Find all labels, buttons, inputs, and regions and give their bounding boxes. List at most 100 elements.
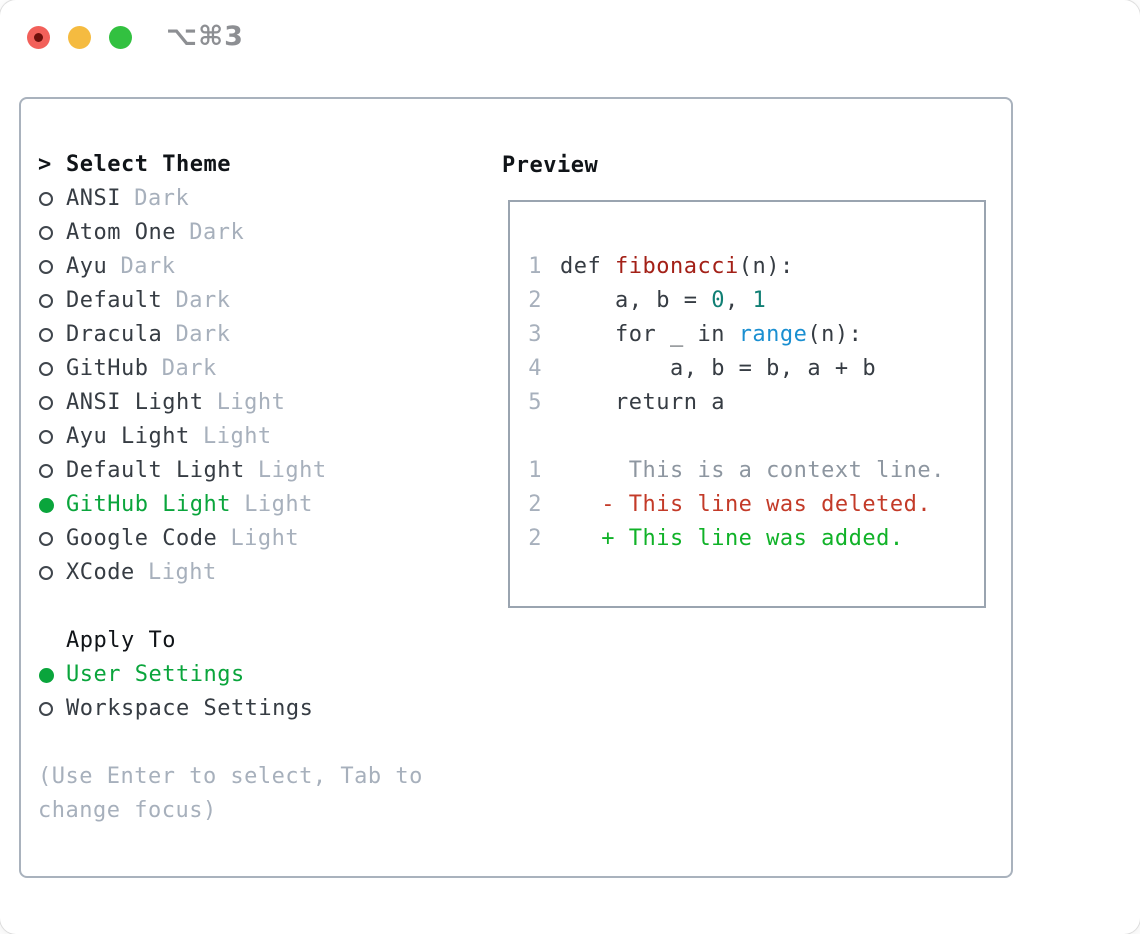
token-builtin: range — [738, 322, 808, 347]
apply-option-workspace-settings[interactable]: Workspace Settings — [38, 692, 423, 726]
theme-name: GitHub Light — [66, 492, 231, 517]
theme-name: Default Light — [66, 458, 245, 483]
preview-title: Preview — [502, 153, 599, 178]
help-line: change focus) — [38, 798, 217, 823]
line-number: 2 — [528, 288, 542, 313]
token-context: This is a context line. — [560, 458, 945, 483]
theme-option-github[interactable]: GitHub Dark — [38, 352, 423, 386]
token-added: + This line was added. — [560, 526, 904, 551]
theme-option-ansi-light[interactable]: ANSI Light Light — [38, 386, 423, 420]
code-line: 3 for _ in range(n): — [528, 318, 984, 352]
radio-icon — [39, 566, 53, 580]
token-code: , — [724, 288, 753, 313]
theme-variant: Light — [257, 458, 327, 483]
token-code: (n): — [807, 322, 863, 347]
theme-variant: Dark — [175, 322, 231, 347]
radio-icon — [39, 294, 53, 308]
line-number — [528, 420, 542, 454]
theme-name: XCode — [66, 560, 135, 585]
theme-variant: Light — [244, 492, 313, 517]
window-titlebar: ⌥⌘3 — [0, 0, 1140, 74]
help-text: (Use Enter to select, Tab to change focus… — [38, 760, 423, 828]
theme-option-default-light[interactable]: Default Light Light — [38, 454, 423, 488]
select-theme-title: Select Theme — [66, 152, 231, 177]
theme-name: Google Code — [66, 526, 218, 551]
close-button[interactable] — [27, 26, 50, 49]
theme-option-google-code[interactable]: Google Code Light — [38, 522, 423, 556]
theme-name: Default — [66, 288, 163, 313]
theme-name: ANSI Light — [66, 390, 204, 415]
minimize-button[interactable] — [68, 26, 91, 49]
code-line: 1 def fibonacci(n): — [528, 250, 984, 284]
diff-line-context: 1 This is a context line. — [528, 454, 984, 488]
token-code: a, b = b, a + b — [560, 356, 877, 381]
theme-variant: Light — [230, 526, 300, 551]
line-number: 1 — [528, 254, 542, 279]
radio-icon — [39, 396, 53, 410]
help-line: (Use Enter to select, Tab to — [38, 764, 423, 789]
line-content: for _ in range(n): — [560, 318, 862, 352]
theme-option-default[interactable]: Default Dark — [38, 284, 423, 318]
apply-option-user-settings[interactable]: User Settings — [38, 658, 423, 692]
theme-option-dracula[interactable]: Dracula Dark — [38, 318, 423, 352]
line-number: 2 — [528, 492, 542, 517]
code-line: 2 a, b = 0, 1 — [528, 284, 984, 318]
line-content: + This line was added. — [560, 522, 904, 556]
unsaved-dot-icon — [34, 33, 43, 42]
theme-variant: Dark — [175, 288, 231, 313]
prompt-icon: > — [38, 152, 52, 177]
token-code: a, b = — [560, 288, 712, 313]
radio-selected-icon — [39, 667, 54, 683]
line-number: 2 — [528, 526, 542, 551]
token-code: return a — [560, 390, 725, 415]
theme-variant: Light — [216, 390, 286, 415]
line-number: 3 — [528, 322, 542, 347]
theme-name: Atom One — [66, 220, 176, 245]
theme-name: Ayu — [66, 254, 108, 279]
theme-option-xcode[interactable]: XCode Light — [38, 556, 423, 590]
radio-icon — [39, 702, 53, 716]
line-number: 4 — [528, 356, 542, 381]
code-line: 4 a, b = b, a + b — [528, 352, 984, 386]
token-deleted: - This line was deleted. — [560, 492, 932, 517]
theme-name: Dracula — [66, 322, 163, 347]
line-number: 1 — [528, 458, 542, 483]
theme-option-ayu[interactable]: Ayu Dark — [38, 250, 423, 284]
theme-name: GitHub — [66, 356, 149, 381]
maximize-button[interactable] — [109, 26, 132, 49]
theme-option-atom-one[interactable]: Atom One Dark — [38, 216, 423, 250]
radio-icon — [39, 362, 53, 376]
theme-variant: Dark — [189, 220, 245, 245]
token-func: fibonacci — [614, 254, 739, 279]
diff-line-deleted: 2 - This line was deleted. — [528, 488, 984, 522]
radio-selected-icon — [39, 497, 54, 513]
radio-icon — [39, 532, 53, 546]
theme-variant: Light — [147, 560, 217, 585]
radio-icon — [39, 260, 53, 274]
spacer — [38, 726, 423, 760]
token-code: def — [560, 254, 615, 279]
apply-option-label: Workspace Settings — [66, 696, 314, 721]
theme-variant: Dark — [134, 186, 190, 211]
apply-option-label: User Settings — [66, 662, 245, 687]
apply-to-title: Apply To — [66, 628, 176, 653]
theme-variant: Dark — [161, 356, 217, 381]
line-number: 5 — [528, 390, 542, 415]
theme-variant: Light — [202, 424, 272, 449]
line-content: return a — [560, 386, 725, 420]
line-content: def fibonacci(n): — [560, 250, 794, 284]
window-title: ⌥⌘3 — [166, 21, 244, 52]
theme-variant: Dark — [120, 254, 176, 279]
theme-option-github-light[interactable]: GitHub Light Light — [38, 488, 423, 522]
diff-line-added: 2 + This line was added. — [528, 522, 984, 556]
radio-icon — [39, 464, 53, 478]
